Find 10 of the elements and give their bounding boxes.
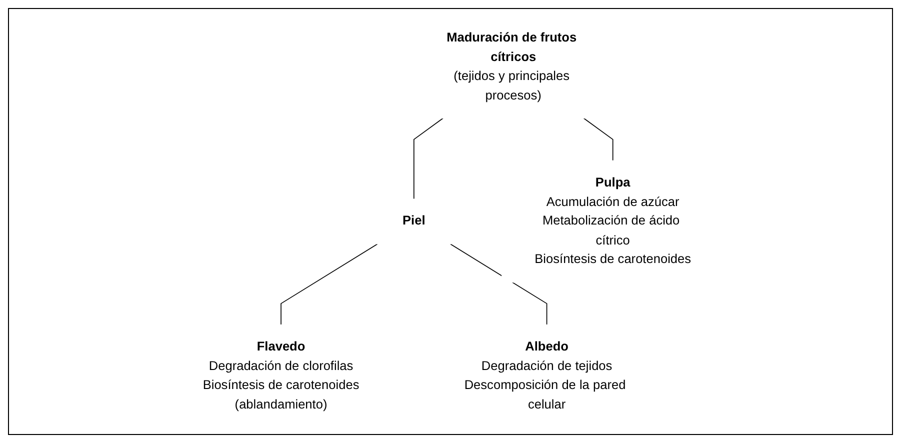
- diagram-frame: Maduración de frutos cítricos (tejidos y principales procesos) Piel Pulpa Acumulación de azúcar Metabolización de ácido cítrico Biosíntesis de carotenoides Flavedo Degradación de clorofilas Biosíntesis de carotenoides (ablandamiento) Albedo Degradación de tejidos Descomposición de la pared celular: [8, 8, 893, 435]
- node-text: Piel: [402, 214, 426, 228]
- connector: [583, 118, 614, 162]
- node-text: Maduración de frutos cítricos (tejidos y principales procesos): [446, 30, 577, 102]
- connector: [414, 118, 444, 200]
- node-text: Flavedo Degradación de clorofilas Biosíntesis de carotenoides (ablandamiento): [202, 339, 360, 412]
- connector: [280, 243, 378, 326]
- node-text: Albedo Degradación de tejidos Descomposición de la pared celular: [464, 339, 626, 412]
- connector: [450, 243, 548, 326]
- node-text: Pulpa Acumulación de azúcar Metabolización de ácido cítrico Biosíntesis de carotenoides: [534, 175, 692, 266]
